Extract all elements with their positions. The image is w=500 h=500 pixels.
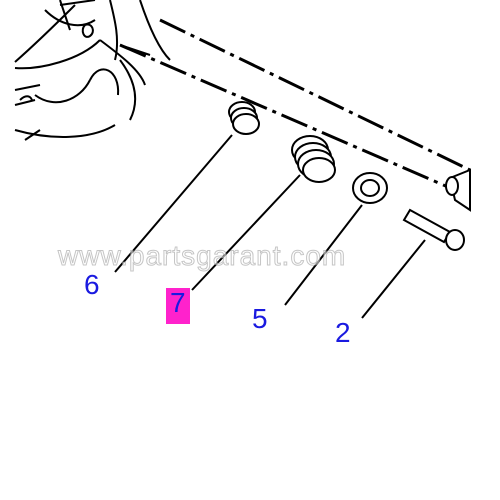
leader-line-5 <box>284 204 363 306</box>
washer-part-5 <box>352 172 388 204</box>
leader-lines <box>114 134 426 319</box>
housing-casting <box>14 0 171 141</box>
shaft-end <box>445 168 471 212</box>
callout-part-6: 6 <box>84 269 100 300</box>
spring-part-7 <box>291 135 336 183</box>
callout-part-5: 5 <box>252 303 268 334</box>
spring-part-6 <box>228 101 260 135</box>
leader-line-7 <box>191 174 301 291</box>
assembly-axis-lines <box>119 18 471 192</box>
watermark: www.partsgarant.com <box>57 240 347 272</box>
callout-part-7: 7 <box>166 288 190 324</box>
leader-line-6 <box>114 134 233 273</box>
callout-part-2: 2 <box>335 317 351 348</box>
leader-line-2 <box>361 239 426 319</box>
bolt-part-2 <box>402 208 465 251</box>
